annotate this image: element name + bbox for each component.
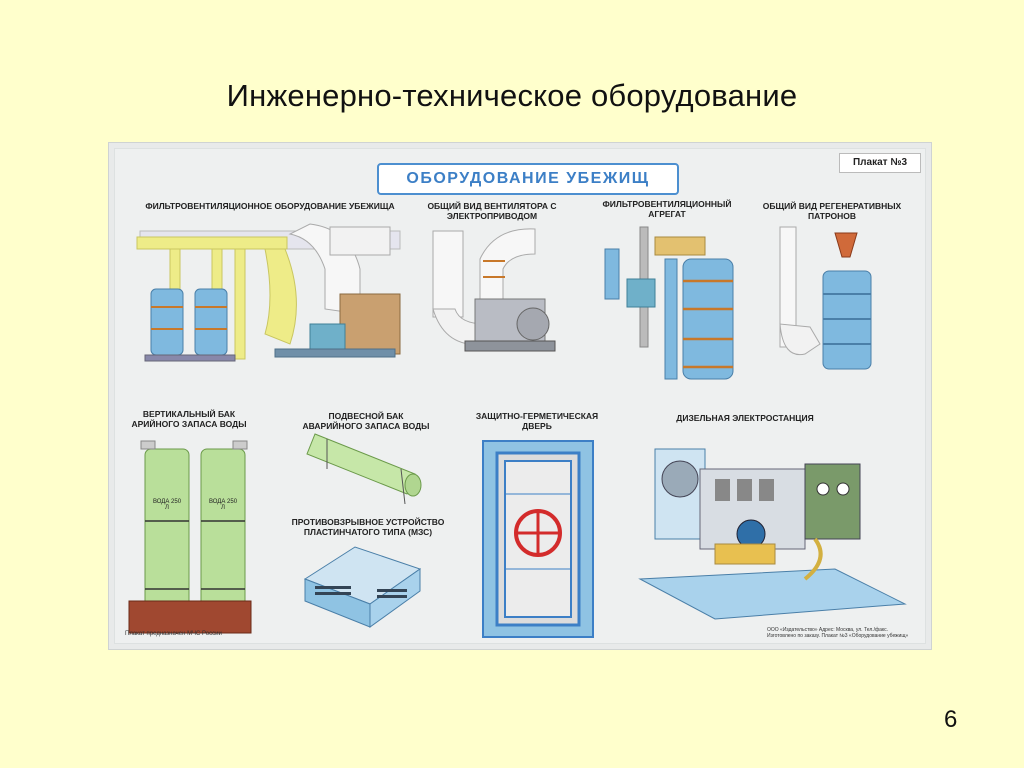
blast-device-illustration <box>303 546 422 628</box>
slide-title: Инженерно-техническое оборудование <box>226 78 798 113</box>
label-filter-unit: ФИЛЬТРОВЕНТИЛЯЦИОННЫЙ АГРЕГАТ <box>602 199 732 219</box>
poster: Плакат №3 ОБОРУДОВАНИЕ УБЕЖИЩ ФИЛЬТРОВЕН… <box>108 142 932 650</box>
poster-illustrations <box>128 223 907 638</box>
hanging-tank-illustration <box>306 433 422 505</box>
hermetic-door-illustration <box>482 440 594 638</box>
diesel-station-illustration <box>638 448 907 620</box>
label-filter-ventilation: ФИЛЬТРОВЕНТИЛЯЦИОННОЕ ОБОРУДОВАНИЕ УБЕЖИ… <box>145 201 395 211</box>
vertical-tank-illustration <box>128 440 252 634</box>
poster-tag: Плакат №3 <box>839 153 921 173</box>
label-diesel-station: ДИЗЕЛЬНАЯ ЭЛЕКТРОСТАНЦИЯ <box>676 413 814 423</box>
poster-canvas: Плакат №3 ОБОРУДОВАНИЕ УБЕЖИЩ ФИЛЬТРОВЕН… <box>114 148 926 644</box>
poster-footer-right: ООО «Издательство» Адрес: Москва, ул. Те… <box>767 627 909 639</box>
label-hermetic-door: ЗАЩИТНО-ГЕРМЕТИЧЕСКАЯ ДВЕРЬ <box>475 411 599 431</box>
regen-cartridges-illustration <box>779 226 872 370</box>
label-fan-overview: ОБЩИЙ ВИД ВЕНТИЛЯТОРА С ЭЛЕКТРОПРИВОДОМ <box>427 201 557 221</box>
label-hanging-tank: ПОДВЕСНОЙ БАК АВАРИЙНОГО ЗАПАСА ВОДЫ <box>302 411 430 431</box>
slide-number: 6 <box>944 706 958 733</box>
label-vertical-tank: ВЕРТИКАЛЬНЫЙ БАК АРИЙНОГО ЗАПАСА ВОДЫ <box>131 409 247 429</box>
fan-overview-illustration <box>432 228 556 352</box>
poster-footer-left: Плакат предназначен МЧС России <box>125 631 222 637</box>
label-blast-device: ПРОТИВОВЗРЫВНОЕ УСТРОЙСТВО ПЛАСТИНЧАТОГО… <box>291 517 445 537</box>
label-regen-cartridges: ОБЩИЙ ВИД РЕГЕНЕРАТИВНЫХ ПАТРОНОВ <box>762 201 902 221</box>
tank-label-1: ВОДА 250 Л <box>152 499 182 511</box>
tank-label-2: ВОДА 250 Л <box>208 499 238 511</box>
filter-ventilation-illustration <box>136 223 401 362</box>
poster-heading: ОБОРУДОВАНИЕ УБЕЖИЩ <box>377 163 679 195</box>
filter-unit-illustration <box>604 226 734 380</box>
